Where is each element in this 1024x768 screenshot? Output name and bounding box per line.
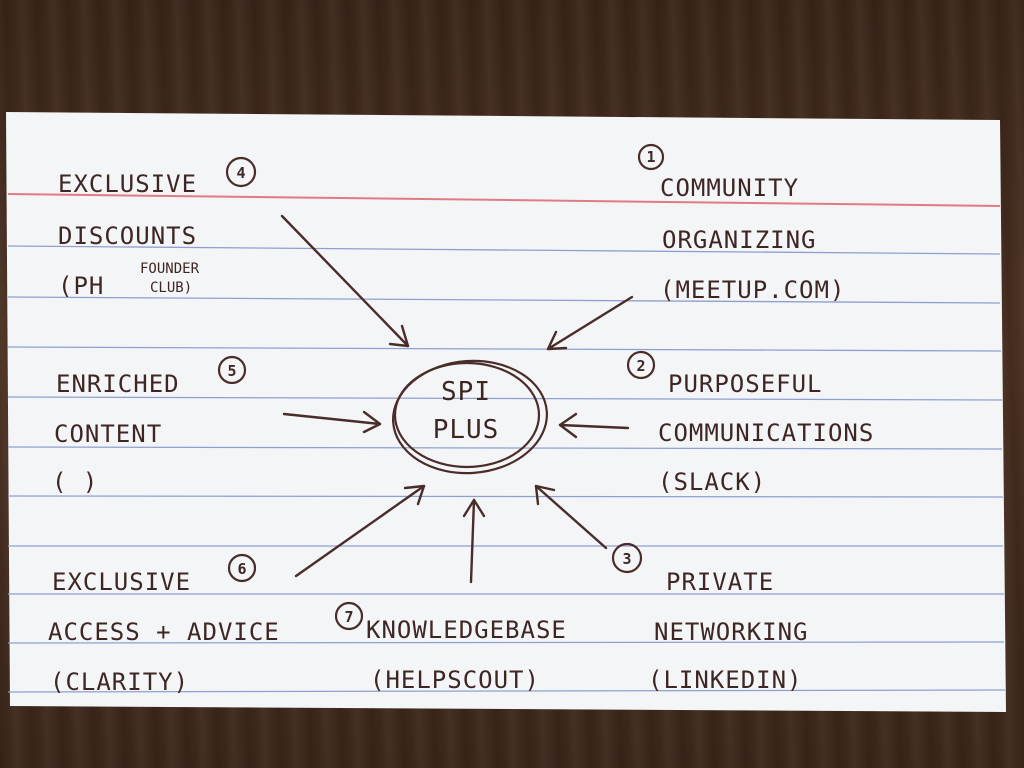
item-3-line1: PRIVATE (666, 568, 774, 596)
item-6-line2: ACCESS + ADVICE (48, 618, 280, 646)
item-1-number: 1 (646, 148, 655, 166)
center-label-line1: SPI (441, 377, 491, 407)
arrow-communications (558, 412, 630, 439)
item-3-number-circle (611, 542, 643, 574)
item-2-line3: (SLACK) (658, 468, 766, 496)
item-5-line1: ENRICHED (56, 370, 180, 398)
item-enriched-content: ENRICHED 5 CONTENT ( ) (52, 355, 247, 496)
arrow-discounts (280, 214, 410, 348)
item-2-number-circle (626, 350, 656, 380)
item-7-line1: KNOWLEDGEBASE (366, 616, 567, 644)
item-private-networking: 3 PRIVATE NETWORKING (LINKEDIN) (611, 542, 809, 694)
item-5-line2: CONTENT (54, 420, 162, 448)
item-community-organizing: 1 COMMUNITY ORGANIZING (MEETUP.COM) (637, 143, 845, 304)
item-1-number-circle (637, 143, 665, 171)
item-4-line3: (PH (58, 272, 104, 300)
item-6-line3: (CLARITY) (50, 668, 189, 696)
item-6-line1: EXCLUSIVE (52, 568, 191, 596)
item-3-line2: NETWORKING (654, 618, 809, 646)
arrow-knowledgebase (462, 498, 486, 584)
item-4-number-circle (225, 156, 257, 188)
item-3-line3: (LINKEDIN) (648, 666, 803, 694)
item-7-number: 7 (344, 608, 353, 626)
item-2-number: 2 (636, 357, 645, 375)
index-card (6, 112, 1006, 712)
item-5-number-circle (217, 355, 247, 385)
item-4-note-line1: FOUNDER (140, 261, 200, 277)
item-4-line1: EXCLUSIVE (58, 170, 197, 198)
item-exclusive-discounts: EXCLUSIVE 4 DISCOUNTS (PH FOUNDER CLUB) (58, 156, 257, 300)
item-4-number: 4 (236, 164, 245, 182)
arrows (280, 214, 634, 584)
item-4-note-line2: CLUB) (150, 280, 192, 296)
card-ruled-lines (7, 193, 1006, 693)
arrow-content (282, 410, 382, 434)
item-7-number-circle (334, 601, 364, 631)
center-circle-outer (391, 359, 549, 475)
arrow-community (546, 295, 634, 351)
item-2-line1: PURPOSEFUL (668, 370, 823, 398)
item-6-number: 6 (237, 560, 246, 578)
item-3-number: 3 (622, 550, 631, 568)
item-1-line2: ORGANIZING (662, 226, 817, 254)
item-5-line3: ( ) (52, 468, 98, 496)
item-4-line2: DISCOUNTS (58, 222, 197, 250)
arrow-networking (534, 484, 608, 550)
item-exclusive-access: EXCLUSIVE 6 ACCESS + ADVICE (CLARITY) (48, 553, 280, 696)
item-1-line3: (MEETUP.COM) (660, 276, 845, 304)
item-knowledgebase: 7 KNOWLEDGEBASE (HELPSCOUT) (334, 601, 567, 694)
item-6-number-circle (227, 553, 257, 583)
item-1-line1: COMMUNITY (660, 174, 799, 202)
arrow-access (294, 484, 426, 578)
item-7-line2: (HELPSCOUT) (370, 666, 540, 694)
item-purposeful-communications: 2 PURPOSEFUL COMMUNICATIONS (SLACK) (626, 350, 874, 496)
item-2-line2: COMMUNICATIONS (658, 419, 874, 447)
item-5-number: 5 (227, 362, 236, 380)
center-circle (393, 361, 541, 469)
center-label-line2: PLUS (433, 415, 500, 445)
center-node: SPI PLUS (391, 359, 549, 475)
